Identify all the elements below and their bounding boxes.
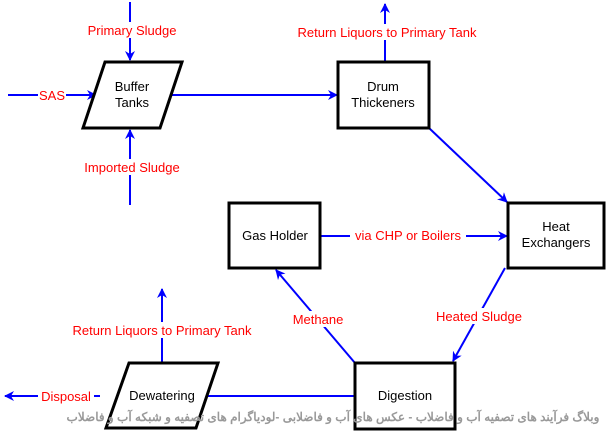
buffer-tanks-line2: Tanks: [115, 95, 149, 110]
label-sas: SAS: [39, 88, 65, 103]
node-buffer-tanks: Buffer Tanks: [80, 60, 185, 130]
node-drum-thickeners: Drum Thickeners: [336, 60, 431, 130]
label-disposal: Disposal: [41, 389, 91, 404]
label-heated-sludge: Heated Sludge: [436, 309, 522, 324]
node-digestion: Digestion: [353, 361, 457, 431]
label-methane: Methane: [293, 312, 344, 327]
buffer-tanks-line1: Buffer: [115, 79, 150, 94]
label-return-liquors-top: Return Liquors to Primary Tank: [298, 25, 477, 40]
node-gas-holder: Gas Holder: [227, 201, 322, 270]
dewatering-label: Dewatering: [129, 388, 195, 403]
label-primary-sludge: Primary Sludge: [88, 23, 177, 38]
label-imported-sludge: Imported Sludge: [84, 160, 179, 175]
heat-exchangers-line2: Exchangers: [522, 235, 591, 250]
node-heat-exchangers: Heat Exchangers: [506, 201, 606, 270]
watermark: وبلاگ فرآیند های تصفیه آب و فاضلاب - عکس…: [67, 408, 600, 425]
gas-holder-label: Gas Holder: [242, 228, 308, 243]
drum-thickeners-line2: Thickeners: [351, 95, 415, 110]
node-dewatering: Dewatering: [103, 361, 221, 430]
heat-exchangers-line1: Heat: [542, 219, 570, 234]
label-via-chp-or-boilers: via CHP or Boilers: [355, 228, 461, 243]
drum-thickeners-line1: Drum: [367, 79, 399, 94]
digestion-label: Digestion: [378, 388, 432, 403]
label-return-liquors-bottom: Return Liquors to Primary Tank: [73, 323, 252, 338]
arrow-drum-to-heat: [428, 127, 508, 203]
